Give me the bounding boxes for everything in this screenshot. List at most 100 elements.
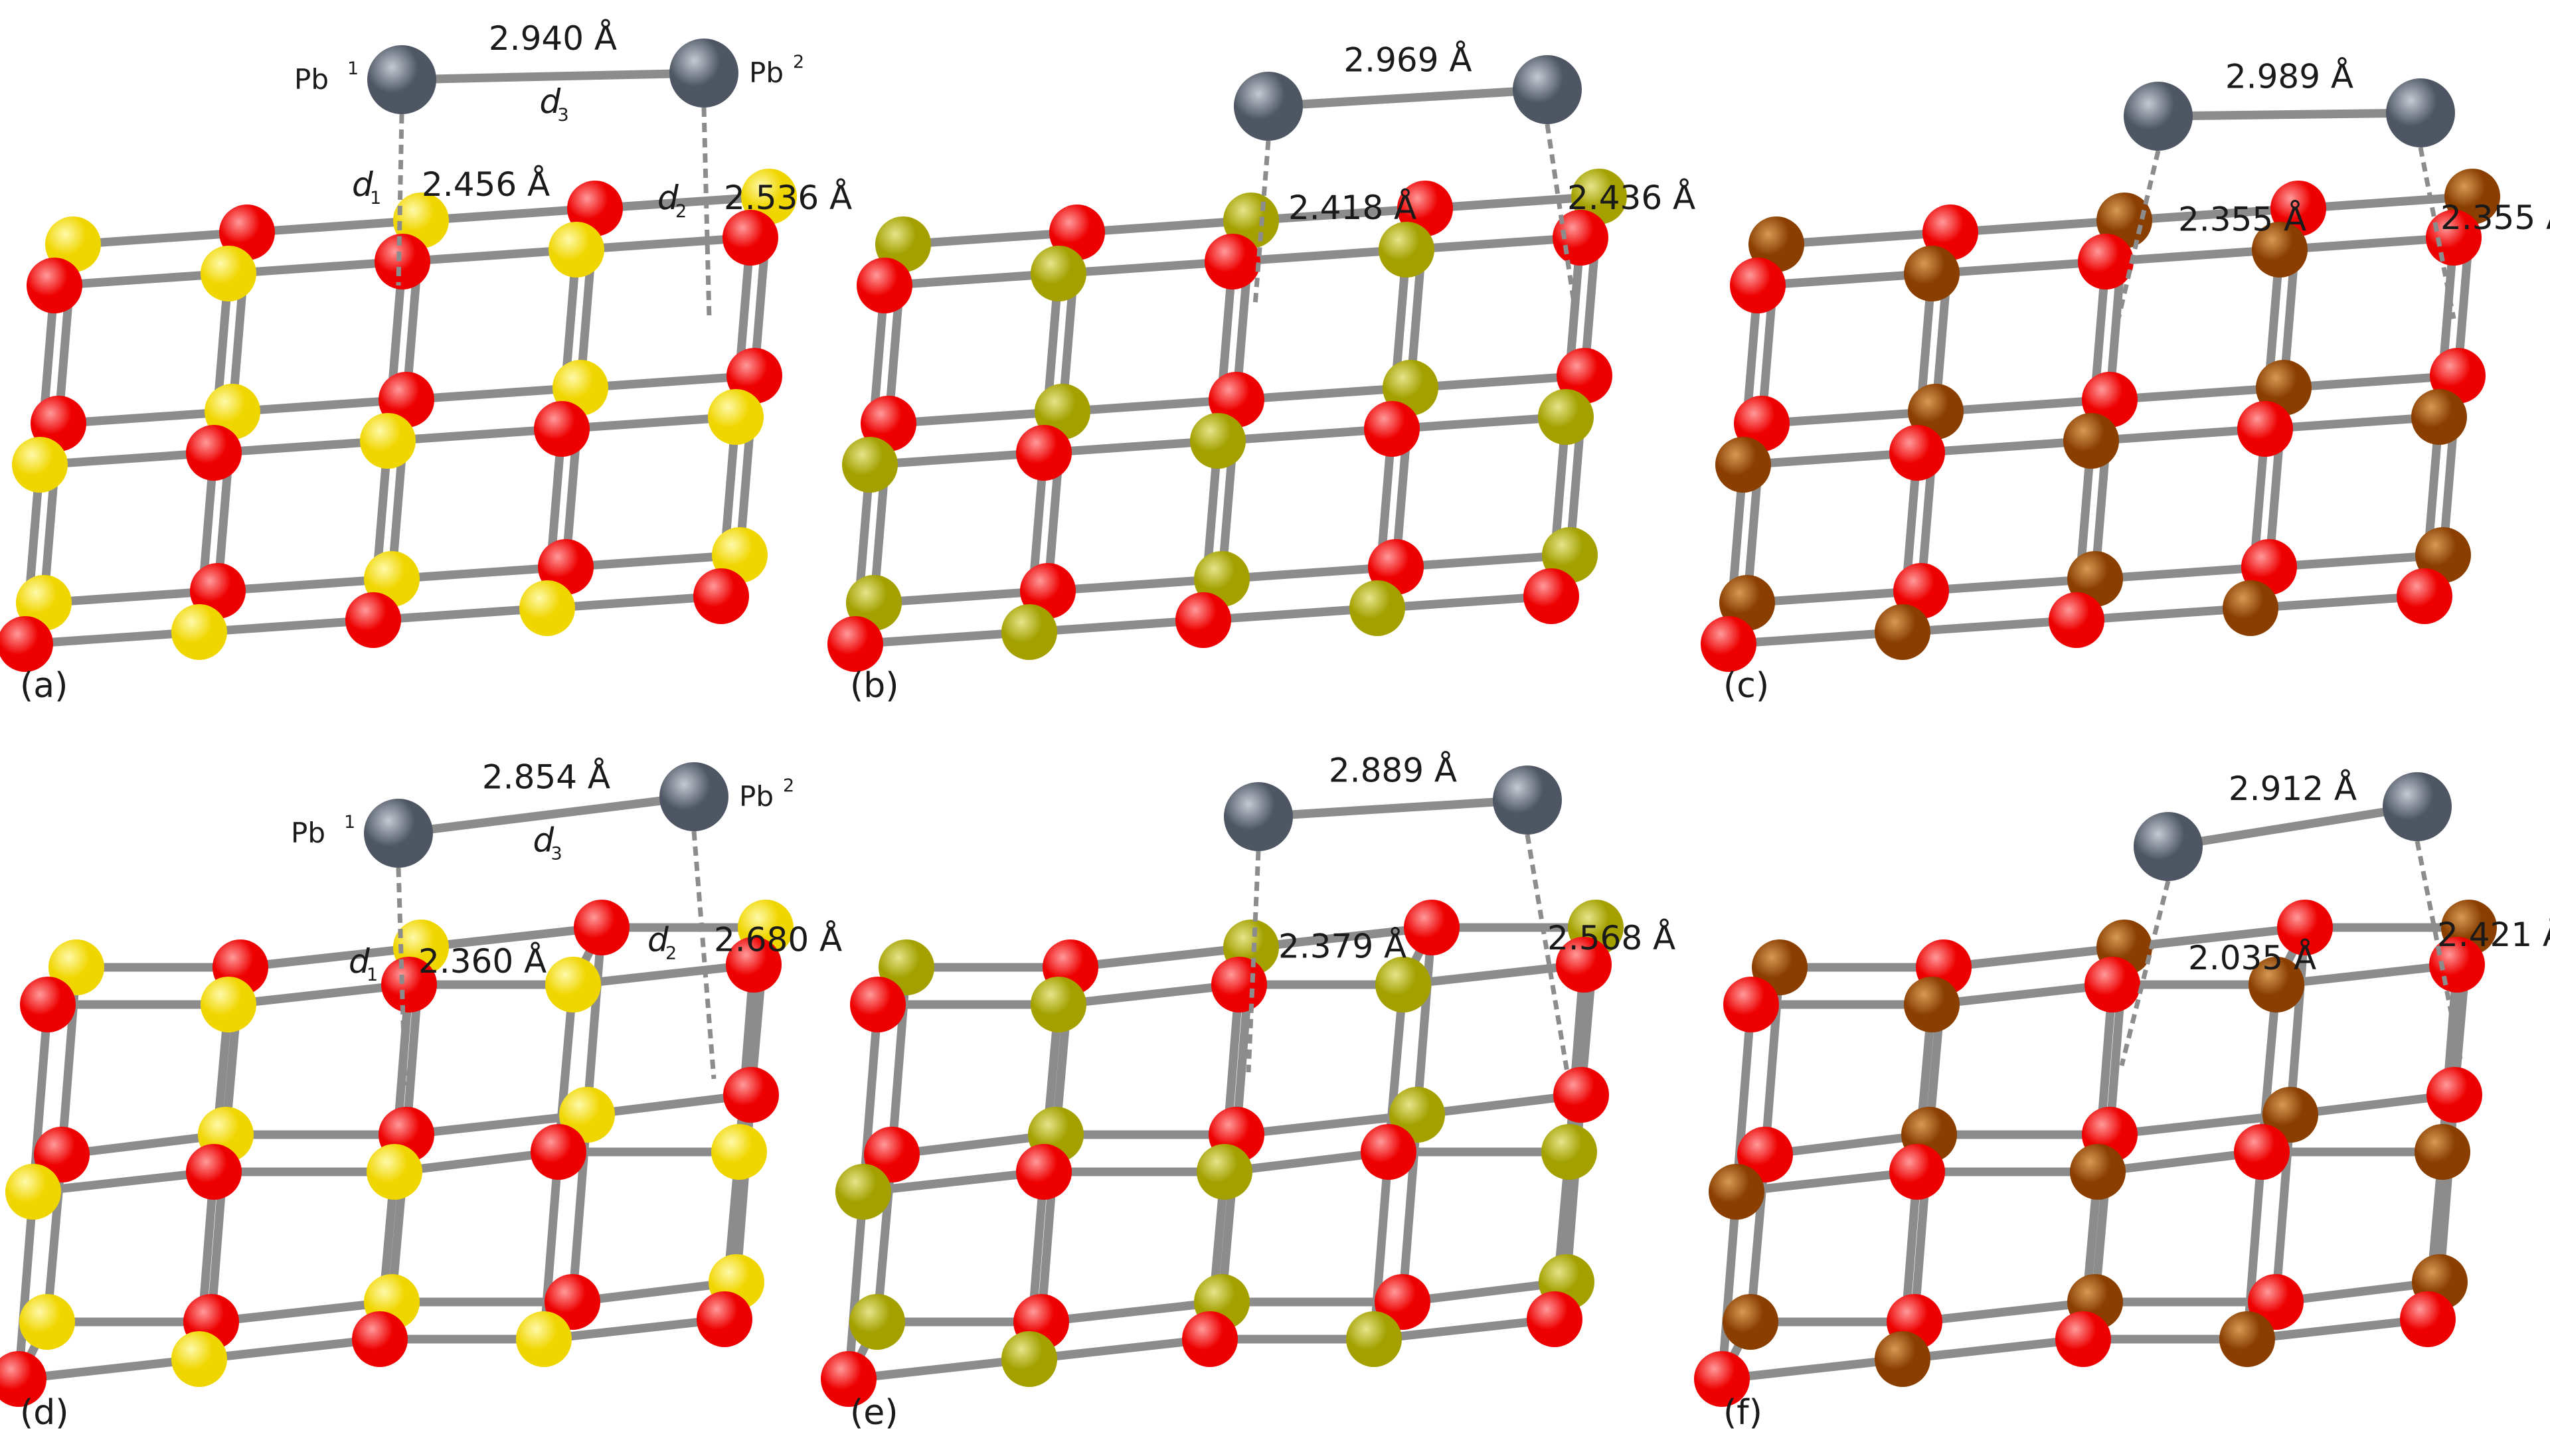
oxygen-atom bbox=[850, 977, 906, 1032]
d1-value: 2.360 Å bbox=[418, 942, 547, 981]
bond bbox=[884, 407, 1067, 428]
d1-dashed-bond bbox=[2116, 150, 2161, 319]
d3-value: 2.969 Å bbox=[1343, 41, 1472, 80]
bond bbox=[590, 192, 774, 213]
bond bbox=[1039, 436, 1223, 457]
bond bbox=[1025, 1335, 1215, 1364]
d1-symbol-subscript: 1 bbox=[367, 965, 378, 985]
oxygen-atom bbox=[1182, 1311, 1238, 1367]
bond bbox=[2090, 562, 2274, 584]
bond bbox=[1772, 228, 1955, 249]
bond bbox=[539, 1315, 729, 1344]
panel-f: 2.912 Å2.035 Å2.421 Å(f) bbox=[1694, 769, 2550, 1433]
bond bbox=[387, 562, 570, 584]
metal-atom bbox=[1709, 1164, 1764, 1220]
metal-atom bbox=[849, 1294, 905, 1350]
pb2-superscript: 2 bbox=[783, 775, 794, 796]
bond bbox=[1927, 980, 2117, 1009]
pb1-atom bbox=[364, 799, 433, 868]
lattice-atoms bbox=[827, 169, 1627, 672]
oxygen-atom bbox=[186, 1144, 242, 1200]
metal-atom bbox=[2223, 580, 2278, 636]
bond bbox=[1373, 592, 1556, 613]
metal-atom bbox=[519, 580, 575, 636]
oxygen-atom bbox=[1175, 592, 1231, 648]
metal-atom bbox=[2219, 1311, 2275, 1367]
bond bbox=[2294, 192, 2477, 213]
bond bbox=[1369, 1315, 1559, 1344]
oxygen-atom bbox=[723, 1067, 779, 1123]
pb-dimer bbox=[2116, 78, 2456, 319]
pb-pb-bond bbox=[394, 792, 699, 838]
bond bbox=[1391, 550, 1574, 572]
pb2-atom bbox=[669, 39, 738, 108]
metal-atom bbox=[549, 222, 604, 278]
bond bbox=[242, 216, 426, 237]
d2-value: 2.680 Å bbox=[714, 921, 842, 959]
bond bbox=[1753, 269, 1936, 290]
d3-value: 2.854 Å bbox=[482, 758, 610, 797]
metal-atom bbox=[835, 1164, 891, 1220]
d3-value: 2.889 Å bbox=[1329, 752, 1457, 790]
metal-atom bbox=[1031, 977, 1086, 1032]
bond bbox=[14, 1187, 38, 1384]
bond bbox=[1742, 586, 1926, 607]
bond bbox=[1910, 1297, 2100, 1327]
pb2-superscript: 2 bbox=[793, 52, 804, 72]
bond bbox=[2086, 424, 2270, 445]
oxygen-atom bbox=[2084, 957, 2140, 1012]
oxygen-atom bbox=[1016, 425, 1072, 481]
oxygen-atom bbox=[2234, 1124, 2290, 1180]
panel-label: (b) bbox=[850, 666, 899, 706]
oxygen-atom bbox=[1694, 1351, 1750, 1407]
metal-atom bbox=[1001, 604, 1057, 660]
bond bbox=[1898, 615, 2081, 637]
pb1-atom bbox=[1234, 72, 1303, 141]
bond bbox=[1232, 1110, 1422, 1139]
bond bbox=[543, 592, 726, 613]
bond bbox=[2105, 1110, 2295, 1139]
d3-symbol-subscript: 3 bbox=[558, 105, 569, 125]
pb2-atom bbox=[659, 762, 728, 831]
bond bbox=[2264, 550, 2448, 572]
d1-dashed-bond bbox=[1252, 140, 1271, 306]
metal-atom bbox=[2063, 413, 2119, 469]
oxygen-atom bbox=[186, 425, 242, 481]
metal-atom bbox=[5, 1164, 61, 1220]
d3-symbol: d bbox=[533, 821, 554, 860]
oxygen-atom bbox=[1404, 900, 1460, 955]
d2-dashed-bond bbox=[2418, 147, 2456, 319]
bond bbox=[1058, 395, 1241, 416]
bond bbox=[209, 436, 392, 457]
bond bbox=[1916, 574, 2100, 596]
oxygen-atom bbox=[1553, 1067, 1609, 1123]
bond bbox=[1939, 943, 2129, 972]
bond bbox=[402, 383, 585, 404]
bond bbox=[1199, 604, 1382, 625]
oxygen-atom bbox=[1889, 425, 1945, 481]
metal-atom bbox=[1379, 222, 1434, 278]
pb1-superscript: 1 bbox=[347, 58, 359, 79]
d2-dashed-bond bbox=[1525, 834, 1570, 1073]
bond bbox=[1927, 257, 2110, 278]
bond bbox=[1213, 424, 1397, 445]
metal-atom bbox=[1541, 1124, 1597, 1180]
d3-symbol-subscript: 3 bbox=[551, 844, 562, 864]
d1-dashed-bond bbox=[1246, 850, 1261, 1073]
d2-value: 2.436 Å bbox=[1567, 179, 1695, 217]
d1-symbol-subscript: 1 bbox=[370, 188, 381, 208]
metal-atom bbox=[711, 1124, 767, 1180]
bond bbox=[1412, 923, 1436, 1119]
oxygen-atom bbox=[821, 1351, 877, 1407]
oxygen-atom bbox=[0, 616, 53, 672]
oxygen-atom bbox=[352, 1311, 408, 1367]
bond bbox=[1912, 436, 2096, 457]
bond bbox=[1217, 562, 1401, 584]
bond bbox=[865, 448, 1049, 469]
bond bbox=[2105, 383, 2288, 404]
bond bbox=[1228, 245, 1411, 266]
bond bbox=[2072, 604, 2255, 625]
